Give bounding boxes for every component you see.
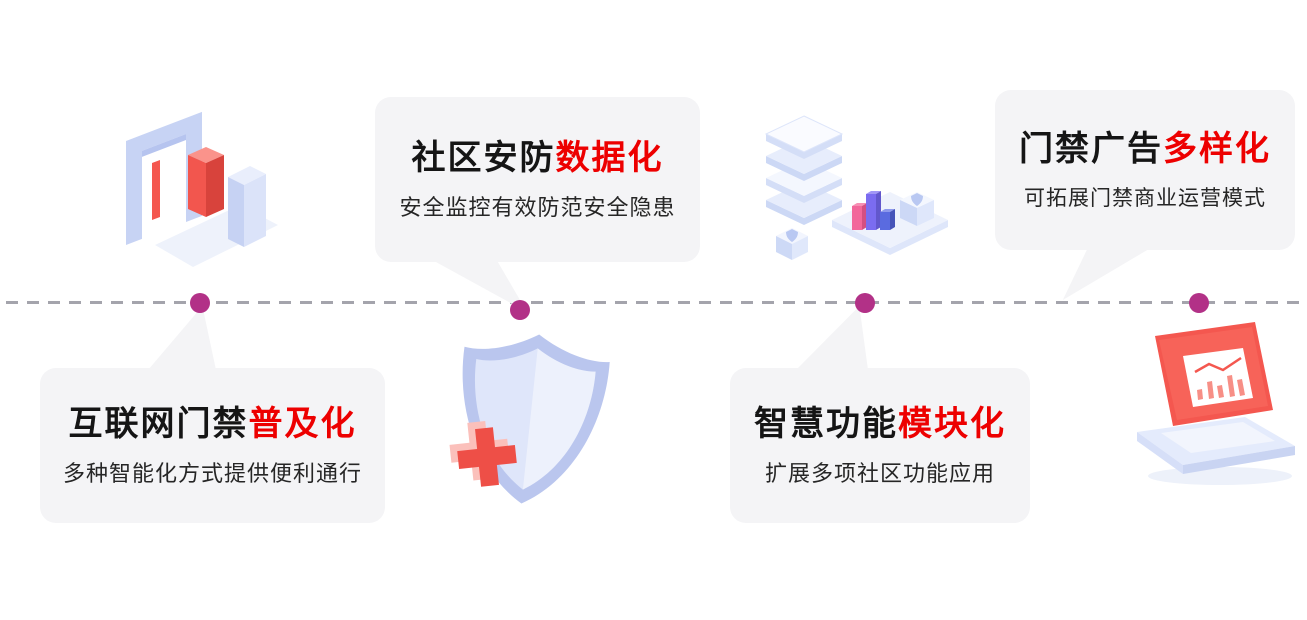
security-shield-illustration (435, 322, 625, 517)
callout-card-security: 社区安防数据化 安全监控有效防范安全隐患 (375, 97, 700, 262)
data-server-illustration (752, 100, 952, 265)
callout-title-accent: 多样化 (1163, 129, 1271, 168)
callout-subtitle-smart: 扩展多项社区功能应用 (764, 460, 995, 486)
callout-title-ads: 门禁广告多样化 (1019, 132, 1271, 166)
callout-title-security: 社区安防数据化 (412, 141, 664, 175)
callout-title-text: 门禁广告 (1019, 129, 1163, 168)
callout-title-internet: 互联网门禁普及化 (69, 407, 357, 441)
callout-title-accent: 普及化 (248, 404, 357, 443)
callout-subtitle-ads: 可拓展门禁商业运营模式 (1024, 186, 1266, 210)
callout-card-ads: 门禁广告多样化 可拓展门禁商业运营模式 (995, 90, 1295, 250)
timeline-dashed-line (6, 301, 1301, 304)
callout-tail-internet (148, 306, 216, 370)
callout-tail-smart (796, 306, 868, 370)
callout-subtitle-internet: 多种智能化方式提供便利通行 (62, 460, 362, 486)
callout-card-internet: 互联网门禁普及化 多种智能化方式提供便利通行 (40, 368, 385, 523)
laptop-analytics-icon (1137, 322, 1295, 485)
callout-title-smart: 智慧功能模块化 (754, 407, 1006, 441)
callout-title-text: 互联网门禁 (68, 404, 249, 443)
timeline-dot-2 (510, 300, 530, 320)
data-server-icon (764, 115, 948, 260)
callout-title-text: 智慧功能 (754, 404, 898, 443)
access-gate-illustration (100, 85, 280, 280)
security-shield-icon (449, 334, 610, 504)
timeline-dot-4 (1189, 293, 1209, 313)
timeline-dot-1 (190, 293, 210, 313)
callout-title-accent: 模块化 (898, 404, 1006, 443)
callout-tail-ads (1062, 246, 1154, 300)
callout-title-accent: 数据化 (555, 138, 664, 177)
callout-title-text: 社区安防 (411, 138, 556, 177)
callout-card-smart: 智慧功能模块化 扩展多项社区功能应用 (730, 368, 1030, 523)
laptop-analytics-illustration (1125, 320, 1300, 490)
timeline-dot-3 (855, 293, 875, 313)
access-gate-icon (126, 111, 278, 267)
callout-subtitle-security: 安全监控有效防范安全隐患 (399, 194, 676, 220)
